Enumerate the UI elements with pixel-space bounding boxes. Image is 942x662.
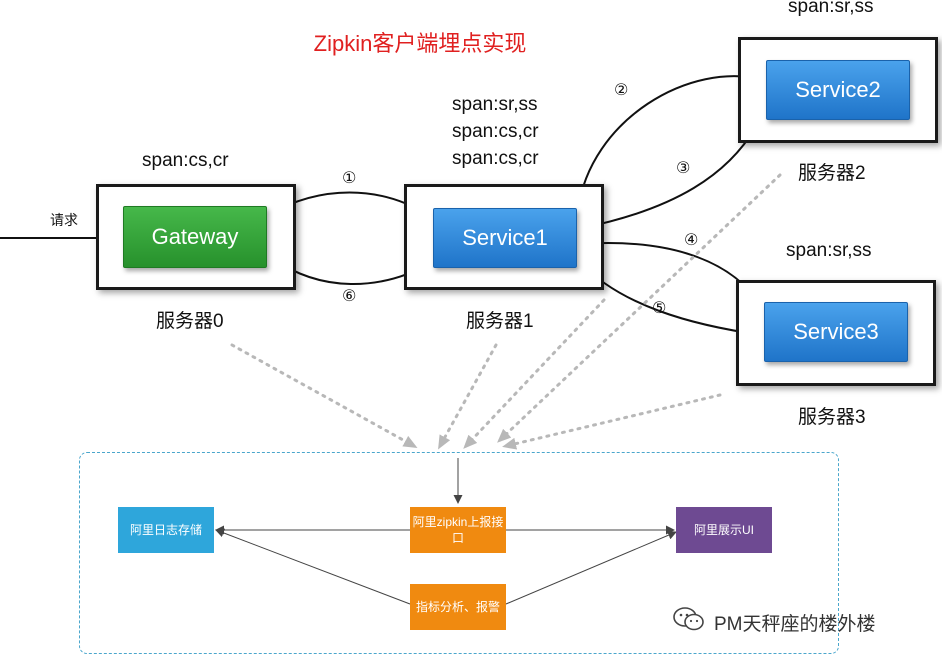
wechat-icon: [672, 606, 706, 638]
report-arrow-s2: [497, 173, 782, 443]
backend-container: [79, 452, 839, 654]
request-label: 请求: [50, 212, 78, 228]
diagram-title: Zipkin客户端埋点实现: [313, 31, 527, 56]
arrow-step-2: [577, 73, 766, 211]
metrics-to-storage-arrow: [215, 528, 411, 605]
span-label-service1-1: span:sr,ss: [452, 94, 538, 115]
server-2-label: 服务器2: [798, 163, 866, 184]
log-storage-box: 阿里日志存储: [118, 507, 214, 553]
span-label-service1-2: span:cs,cr: [452, 121, 539, 142]
server-3-label: 服务器3: [798, 407, 866, 428]
report-api-box: 阿里zipkin上报接口: [410, 507, 506, 553]
service3-node: Service3: [764, 302, 908, 362]
server-1-label: 服务器1: [466, 311, 534, 332]
arrow-step-5: [578, 260, 763, 336]
step-4-label: ④: [684, 232, 699, 249]
server-0-label: 服务器0: [156, 311, 224, 332]
report-arrow-s1a: [438, 343, 498, 450]
report-arrow-s3: [502, 393, 722, 450]
span-label-service1-3: span:cs,cr: [452, 148, 539, 169]
report-arrow-s1b: [463, 298, 606, 449]
watermark-text: PM天秤座的楼外楼: [714, 613, 876, 635]
step-5-label: ⑤: [652, 300, 667, 317]
report-arrow-s0: [230, 343, 418, 448]
gateway-node: Gateway: [123, 206, 267, 268]
watermark: PM天秤座的楼外楼: [672, 606, 876, 638]
service1-node: Service1: [433, 208, 577, 268]
span-label-service3: span:sr,ss: [786, 240, 872, 261]
metrics-alert-box: 指标分析、报警: [410, 584, 506, 630]
display-ui-box: 阿里展示UI: [676, 507, 772, 553]
metrics-to-ui-arrow: [505, 530, 677, 605]
step-6-label: ⑥: [342, 288, 357, 305]
span-label-service2: span:sr,ss: [788, 0, 874, 17]
step-2-label: ②: [614, 82, 629, 99]
span-label-gateway: span:cs,cr: [142, 150, 229, 171]
step-1-label: ①: [342, 170, 357, 187]
service2-node: Service2: [766, 60, 910, 120]
step-3-label: ③: [676, 160, 691, 177]
